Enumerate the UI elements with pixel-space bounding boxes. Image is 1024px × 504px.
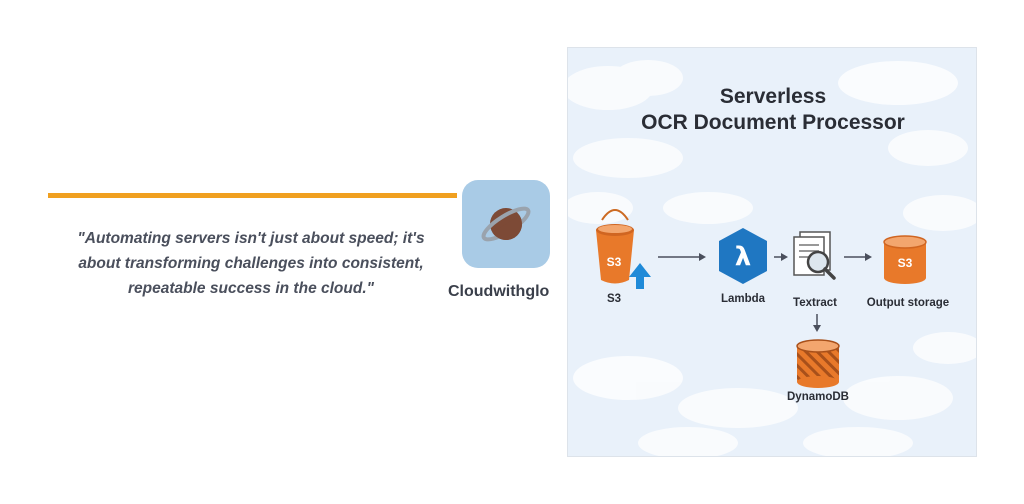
diagram-title: Serverless OCR Document Processor xyxy=(568,84,976,136)
quote-text: "Automating servers isn't just about spe… xyxy=(77,230,425,297)
lambda-label: Lambda xyxy=(720,293,766,305)
dynamodb-label: DynamoDB xyxy=(787,391,849,403)
brand-name: Cloudwithglo xyxy=(448,283,550,300)
flow-arrow xyxy=(813,314,821,332)
diagram-title-line1: Serverless xyxy=(719,85,827,108)
document-scan-icon xyxy=(793,231,836,280)
database-icon xyxy=(796,339,840,388)
s3-label: S3 xyxy=(606,293,622,305)
s3-badge-text: S3 xyxy=(607,255,622,269)
cloud-background xyxy=(568,60,976,456)
flow-arrow xyxy=(844,253,872,261)
lambda-icon: λ xyxy=(719,228,767,284)
s3-bucket-icon xyxy=(883,235,927,284)
architecture-diagram: S3 λ xyxy=(567,47,977,457)
planet-icon xyxy=(481,206,531,242)
brand-logo xyxy=(462,180,550,268)
flow-arrow xyxy=(774,253,788,261)
diagram-graphics: S3 λ xyxy=(568,60,976,456)
textract-label: Textract xyxy=(793,297,837,309)
diagram-title-line2: OCR Document Processor xyxy=(641,111,905,134)
s3-bucket-icon xyxy=(596,209,634,284)
accent-divider-line xyxy=(48,193,457,198)
output-badge-text: S3 xyxy=(898,256,913,270)
output-storage-label: Output storage xyxy=(866,297,950,309)
upload-arrow-icon xyxy=(629,263,651,289)
svg-text:λ: λ xyxy=(735,242,751,272)
flow-arrow xyxy=(658,253,706,261)
